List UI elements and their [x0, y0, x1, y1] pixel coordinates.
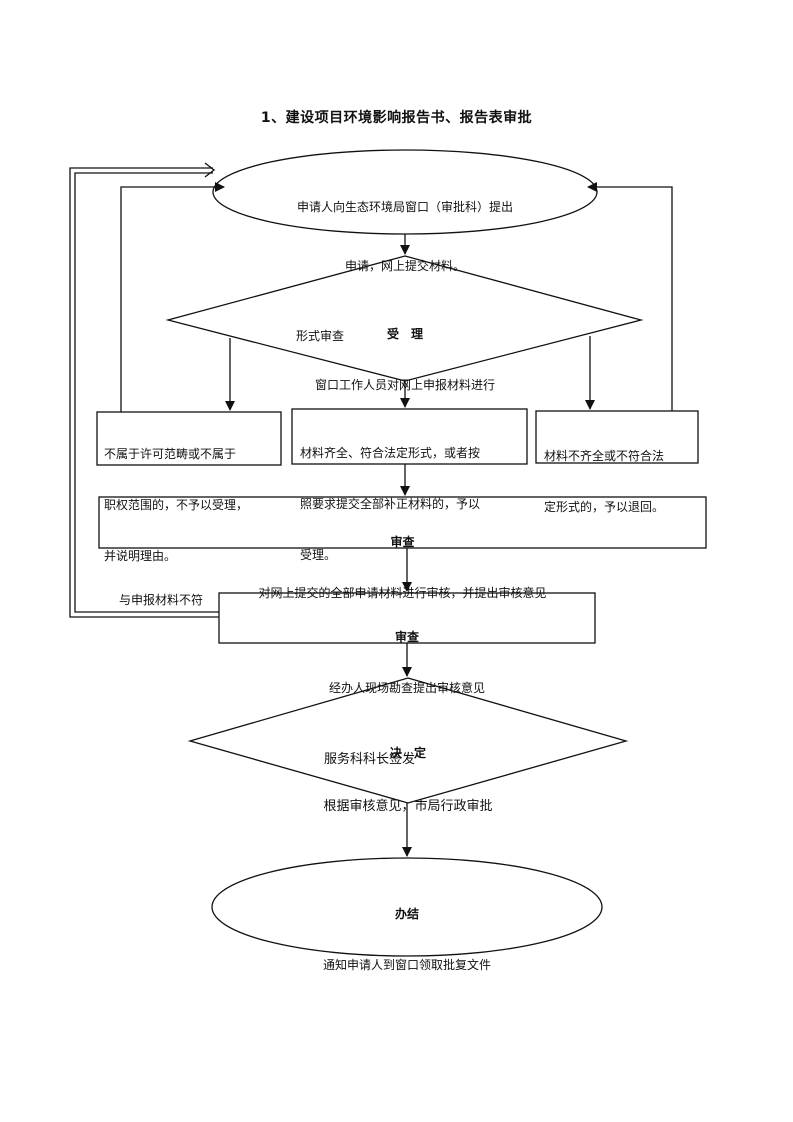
review1-box — [98, 496, 707, 549]
accept-line1: 窗口工作人员对网上申报材料进行 — [314, 378, 495, 392]
accepted-line2: 照要求提交全部补正材料的，予以 — [300, 497, 481, 511]
review2-heading: 审查 — [394, 630, 419, 644]
review1-heading: 审查 — [390, 535, 415, 549]
accepted-text: 材料齐全、符合法定形式，或者按 照要求提交全部补正材料的，予以 受理。 — [300, 411, 524, 581]
finish-ellipse — [211, 857, 603, 957]
reject-scope-text: 不属于许可范畴或不属于 职权范围的，不予以受理， 并说明理由。 — [104, 412, 280, 582]
apply-line2: 申请，网上提交材料。 — [344, 259, 465, 273]
returned-box — [535, 410, 699, 464]
accept-line2: 形式审查 — [296, 329, 345, 343]
reject-line3: 并说明理由。 — [104, 549, 177, 563]
review2-line1: 经办人现场勘查提出审核意见 — [328, 681, 485, 695]
decide-line1: 根据审核意见，市局行政审批 — [323, 799, 493, 814]
reject-scope-box — [96, 411, 282, 466]
decide-heading: 决 定 — [389, 746, 426, 760]
accepted-box — [291, 408, 528, 465]
loop-returned-to-apply — [587, 182, 673, 411]
review1-text: 审查 对网上提交的全部申请材料进行审核，并提出审核意见 — [100, 500, 705, 619]
finish-line1: 通知申请人到窗口领取批复文件 — [322, 958, 491, 972]
accepted-line3: 受理。 — [300, 548, 337, 562]
loop-review2-arrowhead — [204, 162, 216, 178]
returned-line1: 材料不齐全或不符合法 — [544, 449, 665, 463]
accepted-line1: 材料齐全、符合法定形式，或者按 — [300, 446, 481, 460]
finish-heading: 办结 — [394, 907, 419, 921]
loop-reject-to-apply — [120, 182, 225, 412]
loop-review2-to-apply-inner — [74, 172, 219, 613]
accept-text: 受 理 窗口工作人员对网上申报材料进行 — [280, 292, 530, 411]
mismatch-note: 与申报材料不符 — [119, 593, 204, 607]
returned-text: 材料不齐全或不符合法 定形式的，予以退回。 — [544, 414, 696, 533]
reject-line2: 职权范围的，不予以受理， — [104, 498, 249, 512]
reject-line1: 不属于许可范畴或不属于 — [104, 447, 237, 461]
decide-text: 决 定 根据审核意见，市局行政审批 — [280, 711, 536, 832]
apply-text: 申请人向生态环境局窗口（审批科）提出 申请，网上提交材料。 — [255, 165, 555, 292]
page-title: 1、建设项目环境影响报告书、报告表审批 — [260, 110, 533, 126]
review2-text: 审查 经办人现场勘查提出审核意见 — [220, 595, 594, 714]
decide-line2: 服务科科长签发 — [324, 752, 416, 767]
loop-review2-to-apply-outer — [69, 167, 219, 618]
accept-heading: 受 理 — [386, 327, 423, 341]
finish-text: 办结 通知申请人到窗口领取批复文件 — [262, 872, 552, 991]
review1-line1: 对网上提交的全部申请材料进行审核，并提出审核意见 — [258, 586, 547, 600]
decide-diamond — [187, 677, 629, 804]
apply-line1: 申请人向生态环境局窗口（审批科）提出 — [296, 200, 513, 214]
returned-line2: 定形式的，予以退回。 — [544, 500, 665, 514]
